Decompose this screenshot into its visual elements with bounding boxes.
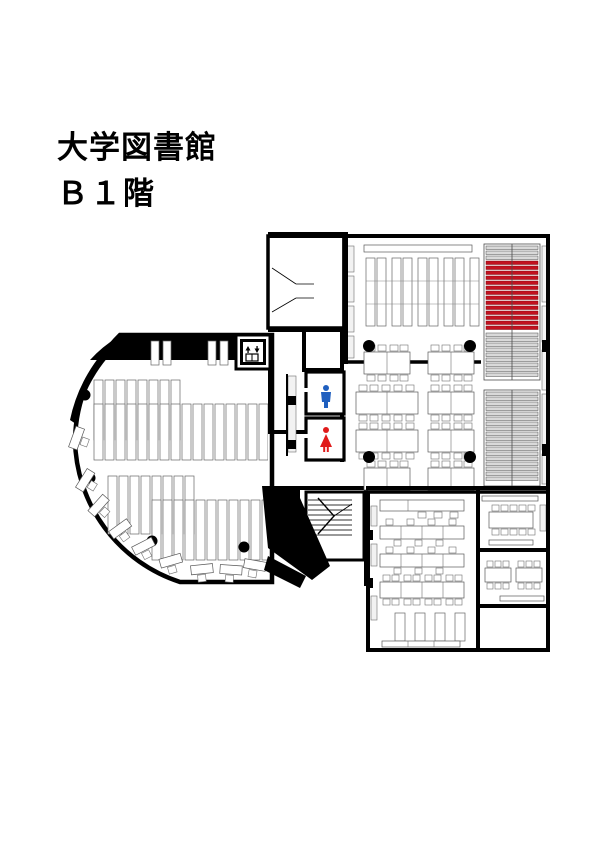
curved-wall-thickness [70, 336, 124, 424]
upper-room-shelf-top [481, 495, 539, 502]
south-counter-bottom [381, 640, 461, 648]
meeting-table-left [484, 560, 512, 590]
elevator-icon [240, 339, 266, 365]
open-stacks-upper [93, 379, 268, 461]
interior-heavy-walls [268, 232, 548, 650]
service-room [476, 604, 550, 652]
study-table-cluster-5 [355, 422, 419, 460]
study-table-cluster-3 [355, 384, 419, 422]
title-line-building: 大学図書館 [57, 130, 217, 166]
entry-doors [271, 267, 314, 313]
conference-table [488, 511, 534, 529]
study-carrels [68, 425, 268, 583]
open-stacks-lower [107, 475, 268, 561]
core-corridor [286, 374, 297, 456]
corridor-door-upper [288, 396, 296, 405]
title-line-floor: Ｂ１階 [57, 176, 156, 212]
entry-vestibule [266, 234, 346, 330]
zone-compact-shelving-bay [481, 240, 550, 487]
north-book-stacks [365, 257, 480, 327]
upper-room-wall-shelf [539, 504, 547, 532]
page-title: 大学図書館 Ｂ１階 [57, 128, 477, 214]
study-table-cluster-4 [427, 384, 475, 422]
group-study-room-lower [476, 548, 550, 608]
corridor-door-lower [288, 440, 296, 449]
group-study-room-upper [476, 490, 550, 552]
compact-shelving-upper [483, 243, 541, 381]
stair-structural-wall [262, 486, 330, 580]
building-outline [268, 234, 550, 652]
zone-curved-reading-room [68, 332, 275, 585]
structural-columns-hall [363, 340, 476, 463]
zone-group-study-rooms [476, 490, 550, 652]
upper-shelf-units [150, 340, 229, 366]
restroom-male-icon [321, 385, 331, 408]
lower-room-shelf [499, 595, 545, 602]
south-long-desk-1 [379, 518, 465, 547]
zone-central-core [234, 234, 368, 588]
compact-shelving-lower [483, 389, 541, 487]
south-long-desk-2 [379, 546, 465, 575]
upper-room-shelf-bottom [488, 539, 534, 546]
restrooms [303, 370, 346, 462]
south-wall-shelves [370, 505, 378, 621]
north-wall-shelves [346, 245, 355, 359]
south-low-shelves [394, 612, 466, 642]
zone-south-desk-hall [366, 490, 480, 652]
restroom-female-icon [320, 427, 332, 452]
study-table-cluster-6 [427, 422, 475, 460]
south-wide-table [379, 574, 465, 606]
south-counter-top [379, 499, 465, 519]
meeting-table-right [515, 560, 543, 590]
north-counter [363, 244, 473, 253]
